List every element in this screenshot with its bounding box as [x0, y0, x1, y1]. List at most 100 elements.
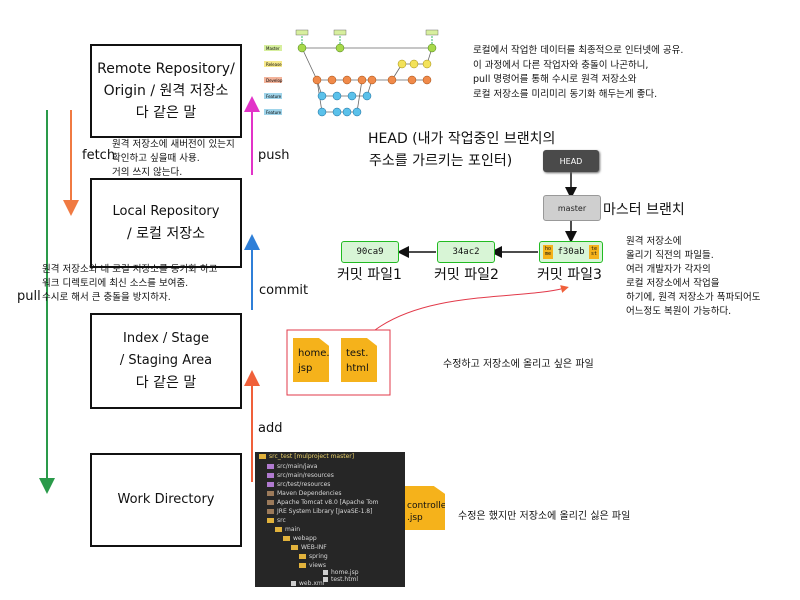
pull-note: 원격 저장소와 내 로컬 저장소를 동기화 하고 워크 디렉토리에 최신 소스를… — [42, 263, 262, 305]
commit3-home-icon: ho me — [543, 245, 553, 259]
fetch-label: fetch — [82, 148, 116, 163]
tree-row: src/main/resources — [267, 472, 334, 479]
tree-label: WEB-INF — [301, 544, 327, 551]
file-name-line: jsp — [298, 363, 313, 374]
tree-label: webapp — [293, 535, 317, 542]
tree-row: JRE System Library [JavaSE-1.8] — [267, 508, 372, 515]
commit-3-caption: 커밋 파일3 — [537, 267, 602, 283]
controller-jsp-file-icon: controller .jsp — [405, 486, 445, 530]
tree-row: test.html — [323, 576, 358, 583]
tree-row: src/main/java — [267, 463, 317, 470]
remote-note-line: 원격 저장소에 — [626, 236, 682, 247]
remote-note-line: 올리기 직전의 파일들. — [626, 250, 714, 261]
index-line-1: Index / Stage — [123, 331, 209, 346]
modified-note: 수정은 했지만 저장소에 올리긴 싫은 파일 — [458, 511, 631, 522]
tree-row: src — [267, 517, 286, 524]
master-branch-label: master — [557, 203, 587, 213]
tree-label: views — [309, 562, 326, 569]
library-icon — [267, 509, 274, 514]
tree-row: web.xml — [291, 580, 324, 587]
test-html-file-icon: test. html — [341, 338, 377, 382]
tree-label: home.jsp — [331, 569, 359, 576]
library-icon — [267, 491, 274, 496]
commit-1-caption: 커밋 파일1 — [337, 267, 402, 283]
remote-line-1: Remote Repository/ — [97, 61, 235, 77]
top-note-line: 이 과정에서 다른 작업자와 충돌이 나곤하니, — [473, 59, 649, 71]
tree-row: home.jsp — [323, 569, 359, 576]
add-label: add — [258, 421, 283, 436]
folder-icon — [299, 554, 306, 559]
commit-3: ho me f30ab te st — [539, 241, 603, 263]
package-folder-icon — [267, 473, 274, 478]
file-name-line: test. — [346, 348, 369, 359]
folder-icon — [283, 536, 290, 541]
project-explorer-tree: src_test [mulproject master] src/main/ja… — [255, 452, 405, 587]
home-jsp-file-icon: home. jsp — [293, 338, 329, 382]
commit-hash: 90ca9 — [356, 247, 384, 257]
top-note-line: 로컬 저장소를 미리미리 동기화 해두는게 좋다. — [473, 88, 658, 100]
tree-row: Maven Dependencies — [267, 490, 342, 497]
tree-row: webapp — [283, 535, 317, 542]
head-note-line: HEAD (내가 작업중인 브랜치의 — [368, 131, 556, 147]
master-note: 마스터 브랜치 — [603, 202, 685, 218]
flow-lane-label: Feature — [266, 110, 282, 115]
remote-note-line: 여러 개발자가 각자의 — [626, 264, 711, 275]
index-line-3: 다 같은 말 — [135, 375, 197, 391]
remote-line-2: Origin / 원격 저장소 — [103, 83, 229, 99]
commit3-test-icon: te st — [589, 245, 599, 259]
flow-lane-label: Master — [266, 46, 280, 51]
file-icon — [323, 570, 328, 575]
tree-label: Apache Tomcat v8.0 [Apache Tom — [277, 499, 379, 506]
head-note: HEAD (내가 작업중인 브랜치의 주소를 가르키는 포인터) — [368, 128, 555, 172]
tree-label: src_test [mulproject master] — [269, 453, 355, 460]
commit-hash: f30ab — [557, 247, 585, 257]
top-note-line: pull 명령어를 통해 수시로 원격 저장소와 — [473, 74, 637, 85]
tree-row: main — [275, 526, 300, 533]
tree-row: spring — [299, 553, 328, 560]
file-icon — [291, 581, 296, 586]
tree-row-root: src_test [mulproject master] — [259, 453, 354, 460]
staged-note: 수정하고 저장소에 올리고 싶은 파일 — [443, 359, 594, 370]
head-pointer: HEAD — [543, 150, 599, 172]
commit-1: 90ca9 — [341, 241, 399, 263]
staged-files-frame — [286, 329, 391, 396]
package-folder-icon — [267, 482, 274, 487]
commit-hash: 34ac2 — [452, 247, 480, 257]
folder-icon — [291, 545, 298, 550]
tree-row: Apache Tomcat v8.0 [Apache Tom — [267, 499, 378, 506]
tree-label: test.html — [331, 576, 359, 583]
project-icon — [259, 454, 266, 459]
top-note: 로컬에서 작업한 데이터를 최종적으로 인터넷에 공유. 이 과정에서 다른 작… — [473, 44, 763, 102]
tree-label: JRE System Library [JavaSE-1.8] — [277, 508, 373, 515]
library-icon — [267, 500, 274, 505]
tree-label: Maven Dependencies — [277, 490, 342, 497]
folder-icon — [299, 563, 306, 568]
index-line-2: / Staging Area — [119, 353, 213, 368]
staged-to-commit-curve — [374, 285, 569, 331]
tree-label: src/main/java — [277, 463, 318, 470]
flow-lane-label: Feature — [266, 94, 282, 99]
local-repository-box: Local Repository / 로컬 저장소 — [90, 178, 242, 268]
package-folder-icon — [267, 464, 274, 469]
remote-note: 원격 저장소에 올리기 직전의 파일들. 여러 개발자가 각자의 로컬 저장소에… — [626, 235, 796, 319]
file-name-line: .jsp — [407, 513, 423, 523]
local-line-2: / 로컬 저장소 — [126, 226, 206, 242]
commit-2-caption: 커밋 파일2 — [434, 267, 499, 283]
remote-repository-box: Remote Repository/ Origin / 원격 저장소 다 같은 … — [90, 44, 242, 138]
commit-2: 34ac2 — [437, 241, 495, 263]
tree-label: src/test/resources — [277, 481, 331, 488]
file-name-line: html — [346, 363, 369, 374]
git-flow-thumbnail: Master Release Develop Feature Feature — [264, 29, 439, 117]
fetch-note-line: 거의 쓰지 않는다. — [112, 167, 183, 178]
tree-label: src/main/resources — [277, 472, 334, 479]
index-stage-box: Index / Stage / Staging Area 다 같은 말 — [90, 313, 242, 409]
work-line-1: Work Directory — [117, 492, 215, 507]
fetch-note-line: 원격 저장소에 새버전이 있는지 — [112, 139, 235, 150]
master-branch: master — [543, 195, 601, 221]
pull-note-line: 원격 저장소와 내 로컬 저장소를 동기화 하고 — [42, 264, 218, 275]
file-name-line: home. — [298, 348, 330, 359]
file-icon — [323, 577, 328, 582]
tree-row: WEB-INF — [291, 544, 327, 551]
remote-line-3: 다 같은 말 — [135, 105, 197, 121]
